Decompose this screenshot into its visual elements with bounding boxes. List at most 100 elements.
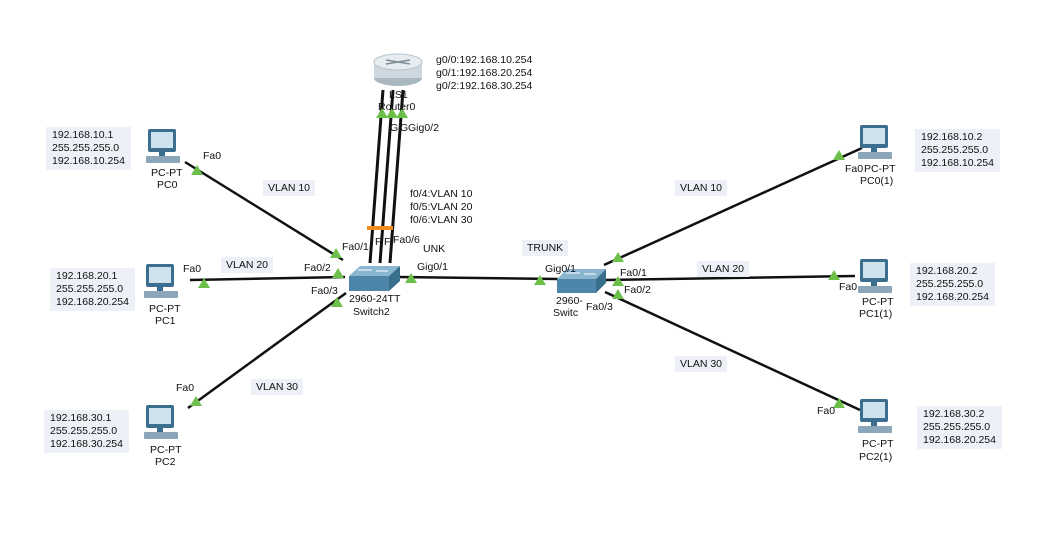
switch-right-port-fa01: Fa0/1	[620, 267, 647, 279]
pc1r-name: PC1(1)	[859, 308, 893, 320]
ip-address: 192.168.20.1	[56, 270, 118, 282]
router-port-vlan: f0/6:VLAN 30	[410, 214, 473, 226]
link-pc2-switch2[interactable]	[187, 291, 347, 410]
pc1-vlan-label: VLAN 20	[221, 257, 274, 273]
pc2-ip-config: 192.168.30.1 255.255.255.0 192.168.30.25…	[44, 410, 129, 453]
router-port-label-2: G	[400, 122, 409, 134]
port-up-indicator	[833, 150, 845, 160]
router-interface: g0/0:192.168.10.254	[436, 54, 533, 66]
router-interface: g0/1:192.168.20.254	[436, 67, 533, 79]
ip-address: 192.168.30.1	[50, 412, 112, 424]
pc1r-icon[interactable]	[856, 258, 896, 296]
ip-address: 192.168.20.2	[916, 265, 978, 277]
subnet-mask: 255.255.255.0	[52, 142, 120, 154]
pc0r-vlan-label: VLAN 10	[675, 180, 728, 196]
pc1-name: PC1	[155, 315, 176, 327]
port-up-indicator	[534, 275, 546, 285]
switch-right-icon[interactable]	[557, 269, 606, 293]
link-pc0r-switch[interactable]	[603, 146, 863, 267]
pc0r-port: Fa0	[845, 163, 864, 175]
pc1-icon[interactable]	[142, 263, 182, 301]
switch2-port-gig01: Gig0/1	[417, 261, 448, 273]
switch-right-port-gig01: Gig0/1	[545, 263, 576, 275]
link-router-switch2-2[interactable]	[378, 89, 395, 264]
pc0r-name: PC0(1)	[860, 175, 894, 187]
port-up-indicator	[396, 108, 408, 118]
pc0-ip-config: 192.168.10.1 255.255.255.0 192.168.10.25…	[46, 127, 131, 170]
default-gateway: 192.168.20.254	[916, 291, 989, 303]
router-port-label-3: Gig0/2	[408, 122, 439, 134]
link-pc2r-switch[interactable]	[604, 290, 861, 412]
switch-right-name: Switc	[553, 307, 579, 319]
pc1r-vlan-label: VLAN 20	[697, 261, 750, 277]
router-port-label-1: G	[390, 122, 399, 134]
pc2r-icon[interactable]	[856, 398, 896, 436]
pc1-port: Fa0	[183, 263, 202, 275]
port-up-indicator	[828, 270, 840, 280]
link-router-switch2-1[interactable]	[368, 89, 385, 264]
switch-right-port-fa03: Fa0/3	[586, 301, 613, 313]
link-pc1-switch2[interactable]	[189, 275, 346, 282]
ip-address: 192.168.30.2	[923, 408, 985, 420]
port-up-indicator	[190, 396, 202, 406]
switch2-icon[interactable]	[349, 266, 400, 291]
subnet-mask: 255.255.255.0	[50, 425, 118, 437]
port-up-indicator	[376, 108, 388, 118]
switch-right-port-fa02: Fa0/2	[624, 284, 651, 296]
default-gateway: 192.168.30.254	[50, 438, 123, 450]
subnet-mask: 255.255.255.0	[916, 278, 984, 290]
port-up-indicator	[833, 398, 845, 408]
pc0-type: PC-PT	[151, 167, 183, 179]
subnet-mask: 255.255.255.0	[923, 421, 991, 433]
pc0-name: PC0	[157, 179, 178, 191]
default-gateway: 192.168.10.254	[52, 155, 125, 167]
router-port-vlan: f0/5:VLAN 20	[410, 201, 473, 213]
port-up-indicator	[612, 289, 624, 299]
switch2-router-port-label: F	[375, 236, 382, 248]
pc2-vlan-label: VLAN 30	[251, 379, 304, 395]
switch2-port-fa03: Fa0/3	[311, 285, 338, 297]
default-gateway: 192.168.20.254	[56, 296, 129, 308]
ip-address: 192.168.10.1	[52, 129, 114, 141]
switch2-router-port-map: f0/4:VLAN 10 f0/5:VLAN 20 f0/6:VLAN 30	[404, 186, 478, 229]
pc0-vlan-label: VLAN 10	[263, 180, 316, 196]
pc2-icon[interactable]	[142, 404, 182, 442]
switch2-port-fa02: Fa0/2	[304, 262, 331, 274]
router-interface: g0/2:192.168.30.254	[436, 80, 533, 92]
pc2r-vlan-label: VLAN 30	[675, 356, 728, 372]
switch2-model: 2960-24TT	[349, 293, 401, 305]
router-icon[interactable]	[373, 53, 423, 86]
port-up-indicator	[386, 108, 398, 118]
pc2r-name: PC2(1)	[859, 451, 893, 463]
default-gateway: 192.168.10.254	[921, 157, 994, 169]
pc0r-icon[interactable]	[856, 124, 896, 162]
port-up-indicator	[612, 276, 624, 286]
pc0-port: Fa0	[203, 150, 222, 162]
pc1r-port: Fa0	[839, 281, 858, 293]
link-router-switch2-3[interactable]	[388, 89, 405, 264]
pc1r-ip-config: 192.168.20.2 255.255.255.0 192.168.20.25…	[910, 263, 995, 306]
switch2-name: Switch2	[353, 306, 390, 318]
port-up-indicator	[198, 278, 210, 288]
switch-right-model: 2960-	[556, 295, 583, 307]
pc2r-ip-config: 192.168.30.2 255.255.255.0 192.168.20.25…	[917, 406, 1002, 449]
pc1-type: PC-PT	[149, 303, 181, 315]
port-up-indicator	[331, 297, 343, 307]
link-trunk[interactable]	[397, 275, 559, 281]
pc2r-port: Fa0	[817, 405, 836, 417]
pc0r-ip-config: 192.168.10.2 255.255.255.0 192.168.10.25…	[915, 129, 1000, 172]
port-up-indicator	[405, 273, 417, 283]
pc0-icon[interactable]	[144, 128, 184, 166]
trunk-label: TRUNK	[522, 240, 569, 256]
link-pc1r-switch[interactable]	[604, 274, 856, 282]
port-up-indicator	[330, 248, 342, 258]
subnet-mask: 255.255.255.0	[56, 283, 124, 295]
router-interface-list: g0/0:192.168.10.254 g0/1:192.168.20.254 …	[430, 52, 538, 95]
default-gateway: 192.168.20.254	[923, 434, 996, 446]
link-pc0-switch2[interactable]	[184, 160, 344, 262]
port-up-indicator	[332, 268, 344, 278]
router-name: Router0	[378, 101, 416, 113]
pc1r-type: PC-PT	[862, 296, 894, 308]
